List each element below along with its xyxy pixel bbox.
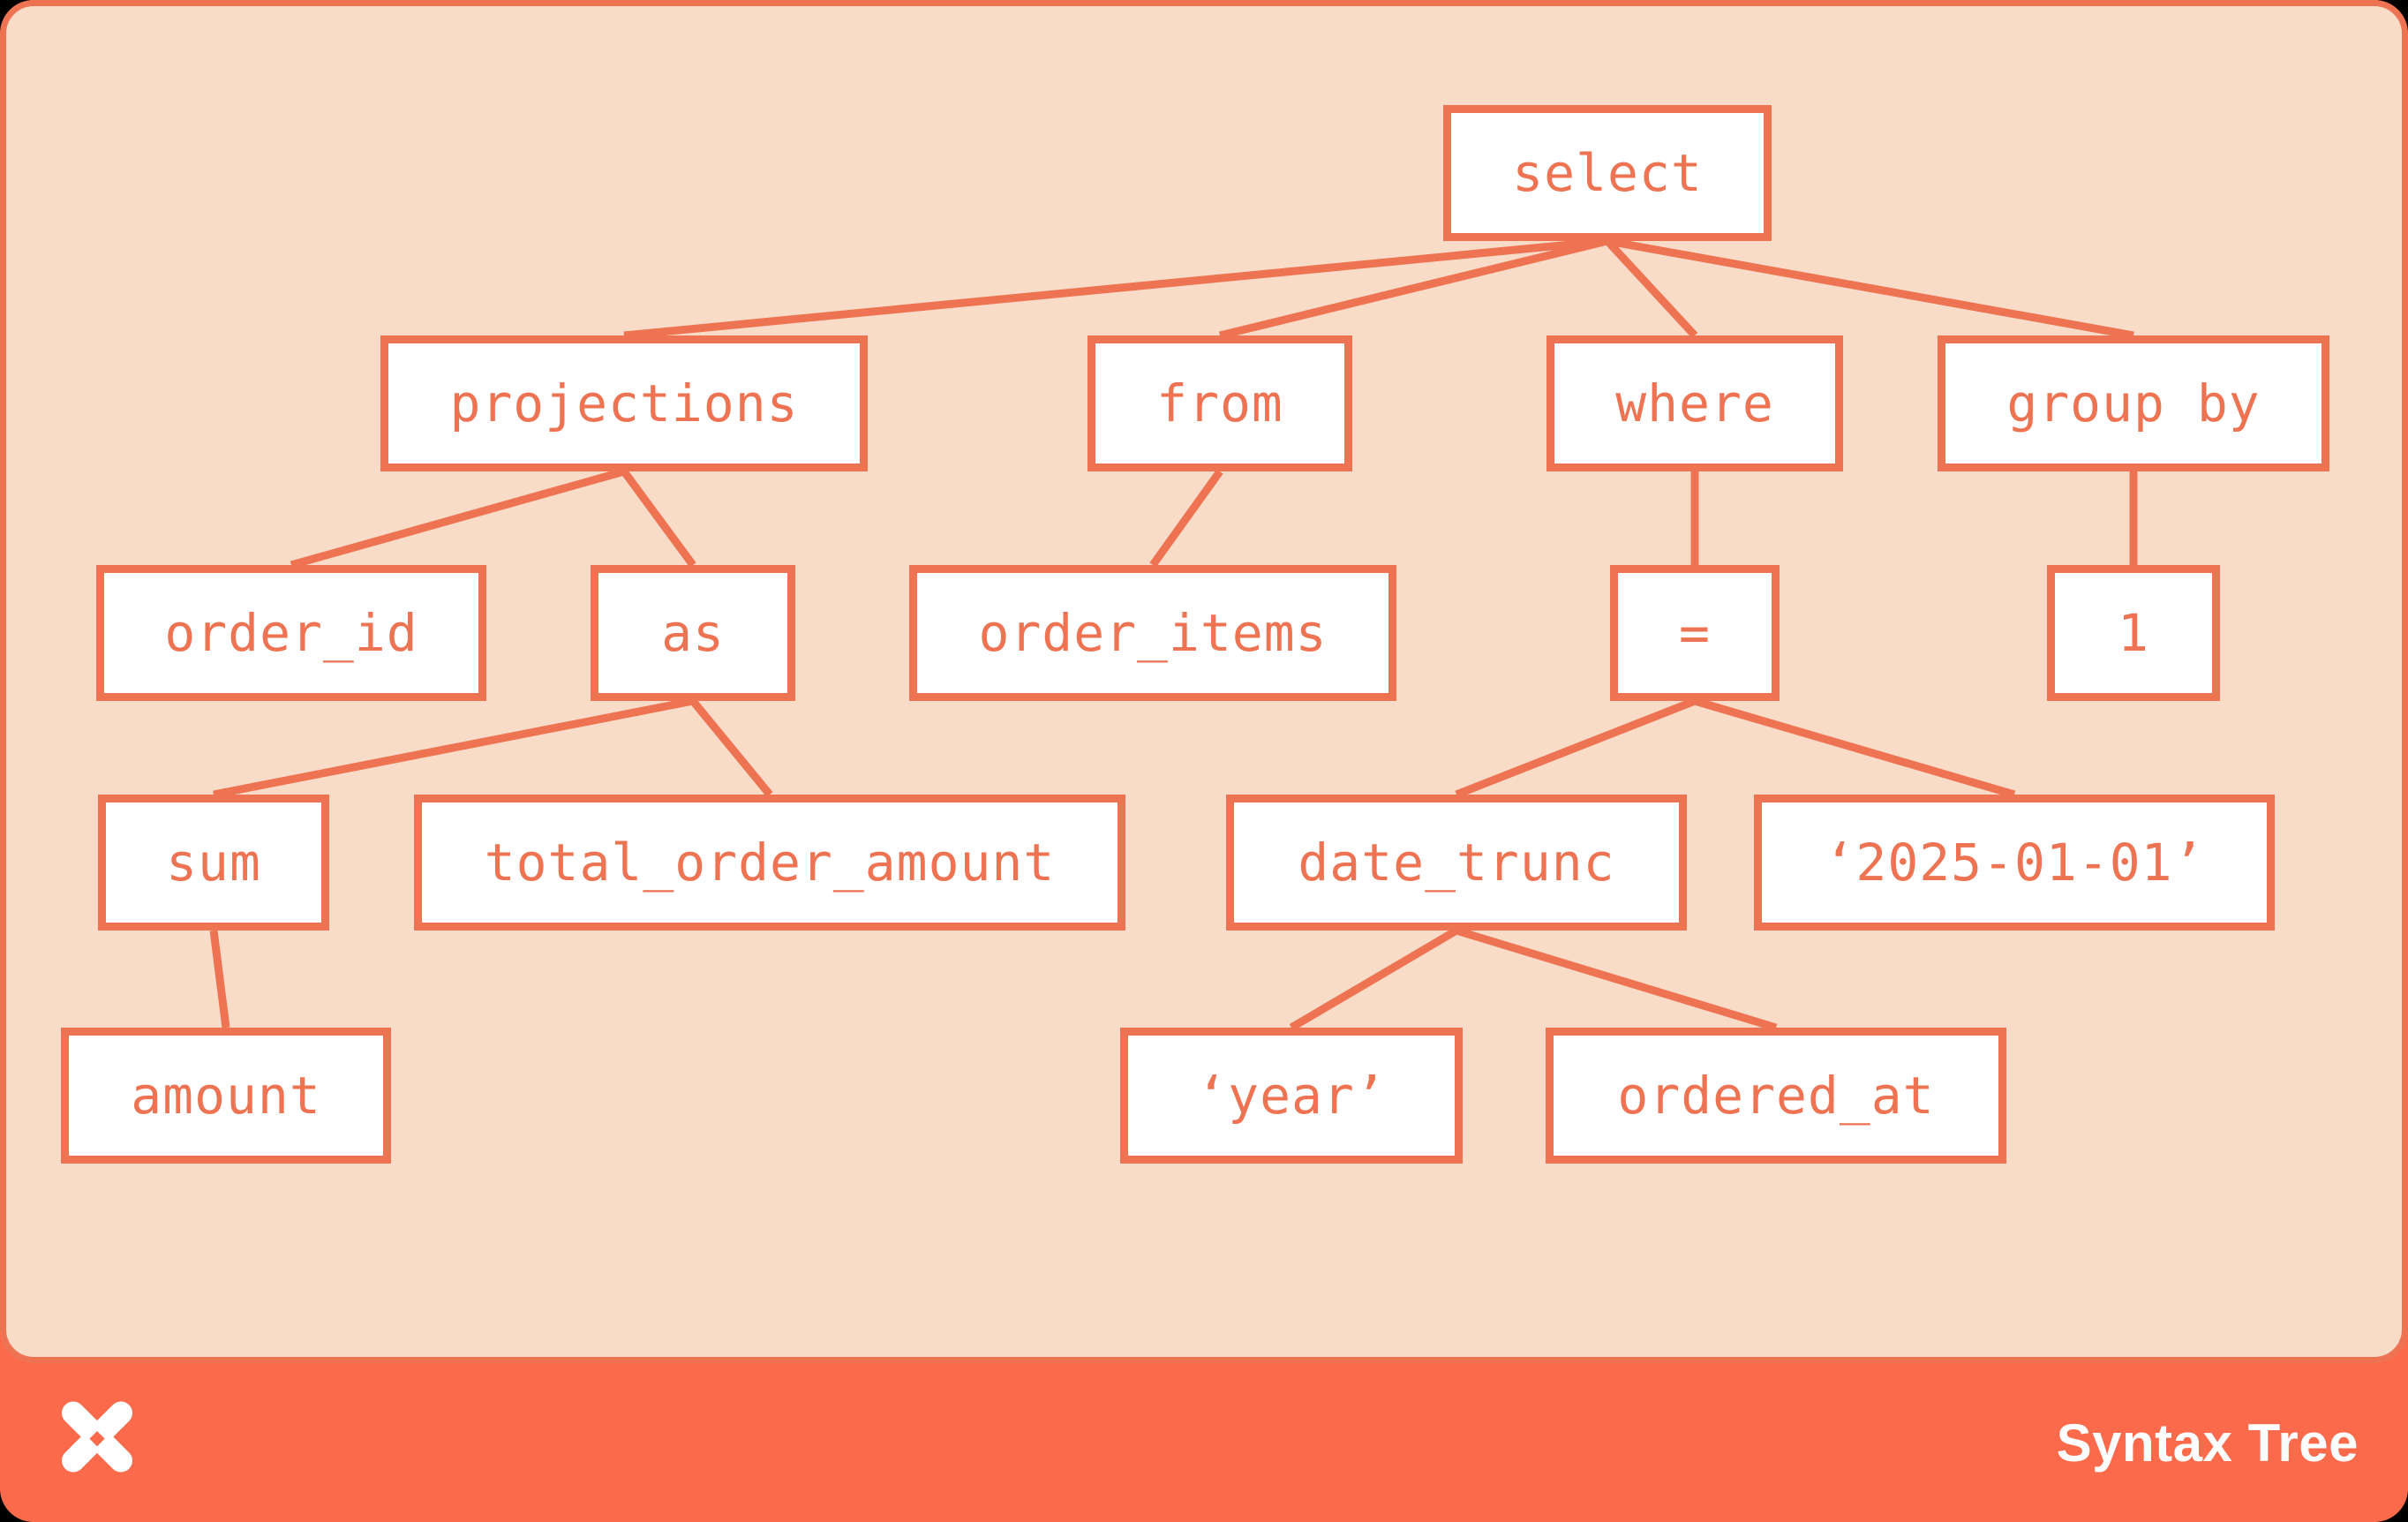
tree-node-label: where (1615, 373, 1774, 433)
tree-edge-date_trunc-to-ordered_at (1455, 926, 1778, 1032)
tree-node-label: sum (166, 833, 261, 893)
starburst-x-logo-icon (49, 1395, 145, 1490)
tree-node-projections[interactable]: projections (380, 335, 868, 471)
tree-edge-from-to-order_items (1149, 469, 1223, 568)
tree-edge-select-to-from (1218, 237, 1609, 340)
tree-edge-select-to-where (1604, 237, 1698, 339)
tree-edge-date_trunc-to-year_literal (1289, 927, 1459, 1031)
tree-node-label: order_items (978, 603, 1328, 663)
tree-node-group_by[interactable]: group by (1938, 335, 2329, 471)
tree-node-label: amount (131, 1066, 321, 1126)
tree-canvas: select projections from where group by order_… (0, 0, 2408, 1363)
tree-node-order_id[interactable]: order_id (96, 565, 486, 701)
tree-node-label: ‘2025-01-01’ (1824, 833, 2205, 893)
tree-edge-select-to-projections (623, 237, 1608, 340)
tree-node-year_literal[interactable]: ‘year’ (1120, 1028, 1463, 1164)
footer-bar: Syntax Tree (0, 1363, 2408, 1522)
tree-node-date_literal[interactable]: ‘2025-01-01’ (1754, 795, 2275, 931)
tree-node-where[interactable]: where (1546, 335, 1843, 471)
tree-node-select[interactable]: select (1443, 105, 1772, 241)
tree-node-amount[interactable]: amount (61, 1028, 391, 1164)
tree-node-label: as (661, 603, 725, 663)
tree-edge-eq-to-date_trunc (1455, 697, 1697, 799)
tree-node-label: select (1512, 143, 1703, 203)
tree-node-label: projections (449, 373, 799, 433)
tree-node-label: order_id (164, 603, 418, 663)
tree-edge-as-to-sum (213, 697, 694, 799)
tree-node-sum[interactable]: sum (98, 795, 329, 931)
tree-node-from[interactable]: from (1087, 335, 1352, 471)
tree-node-date_trunc[interactable]: date_trunc (1226, 795, 1687, 931)
footer-title: Syntax Tree (2056, 1413, 2359, 1473)
tree-edge-select-to-group_by (1607, 237, 2134, 340)
tree-edge-projections-to-as (621, 469, 696, 568)
tree-node-one[interactable]: 1 (2047, 565, 2220, 701)
tree-edge-eq-to-date_literal (1693, 697, 2016, 799)
tree-edge-sum-to-amount (209, 930, 230, 1028)
tree-node-label: ordered_at (1617, 1066, 1935, 1126)
tree-edge-as-to-total_order_amount (689, 698, 773, 797)
tree-edge-projections-to-order_id (290, 467, 626, 569)
tree-node-label: = (1679, 603, 1711, 663)
tree-node-order_items[interactable]: order_items (909, 565, 1396, 701)
tree-node-eq[interactable]: = (1610, 565, 1780, 701)
tree-node-total_order_amount[interactable]: total_order_amount (414, 795, 1125, 931)
tree-node-label: ‘year’ (1196, 1066, 1387, 1126)
tree-node-label: date_trunc (1298, 833, 1615, 893)
tree-node-label: 1 (2118, 603, 2149, 663)
tree-node-as[interactable]: as (591, 565, 795, 701)
tree-node-label: group by (2006, 373, 2261, 433)
tree-node-label: total_order_amount (484, 833, 1056, 893)
tree-node-label: from (1156, 373, 1283, 433)
tree-node-ordered_at[interactable]: ordered_at (1546, 1028, 2006, 1164)
